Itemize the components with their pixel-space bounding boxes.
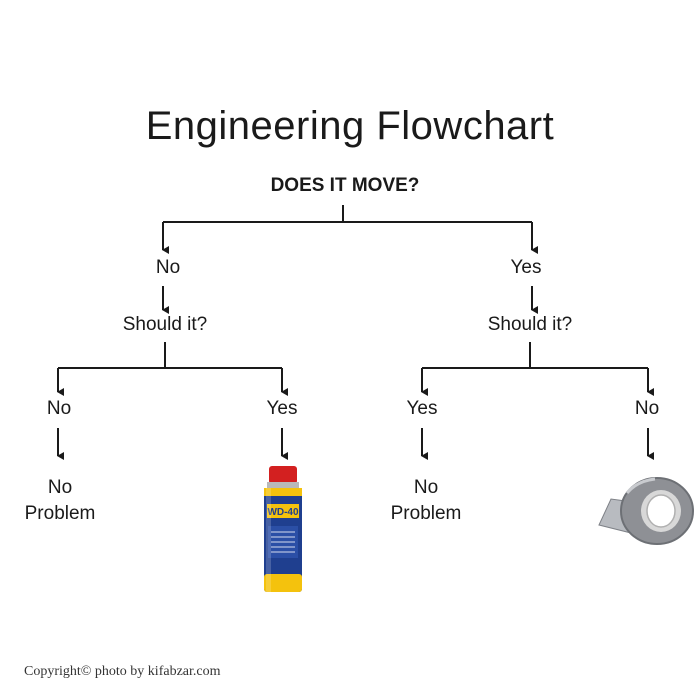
root-question: DOES IT MOVE? <box>270 175 420 196</box>
answer-left-no: No <box>46 398 72 419</box>
page-title: Engineering Flowchart <box>145 104 555 148</box>
copyright-text: Copyright© photo by kifabzar.com <box>24 664 221 679</box>
answer-no: No <box>155 257 181 278</box>
should-it-right: Should it? <box>487 314 573 335</box>
outcome-line: Problem <box>24 503 96 524</box>
duct-tape-icon <box>598 477 694 545</box>
answer-right-no: No <box>634 398 660 419</box>
answer-yes: Yes <box>510 257 542 278</box>
can-label: WD-40 <box>267 507 299 518</box>
answer-left-yes: Yes <box>266 398 298 419</box>
answer-right-yes: Yes <box>406 398 438 419</box>
outcome-line: No <box>47 477 73 498</box>
should-it-left: Should it? <box>122 314 208 335</box>
wd40-can-icon: WD-40 <box>264 466 302 592</box>
outcome-line: Problem <box>390 503 462 524</box>
outcome-line: No <box>413 477 439 498</box>
outcome-no-problem-right: No Problem <box>356 475 496 527</box>
outcome-no-problem-left: No Problem <box>0 475 130 527</box>
